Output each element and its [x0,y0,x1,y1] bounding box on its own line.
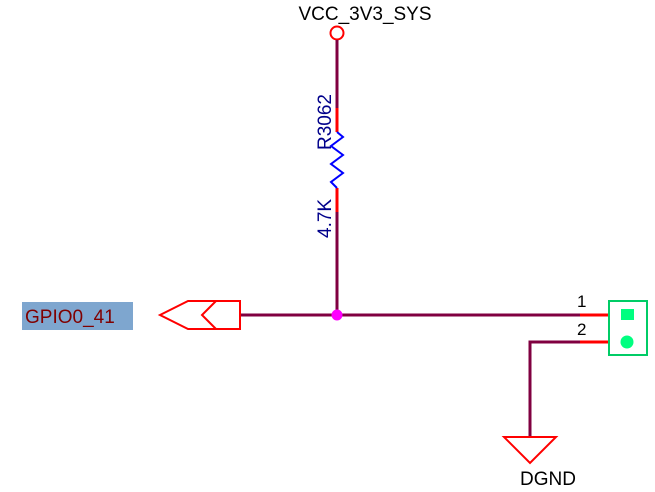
power-port-circle[interactable] [329,25,345,41]
ground-icon[interactable] [501,436,559,465]
resistor-symbol[interactable] [329,131,345,189]
ground-wire [528,340,580,437]
gpio-port-inner-arrow [200,300,217,330]
gpio-net-label: GPIO0_41 [25,307,115,328]
resistor-value: 4.7K [315,199,336,238]
resistor-designator: R3062 [315,94,336,150]
ground-net-label: DGND [520,469,576,490]
connector-pin1-pad-square [621,309,634,320]
gpio-port-symbol[interactable] [157,300,241,330]
power-net-label: VCC_3V3_SYS [298,4,431,25]
junction-dot [331,309,343,321]
gpio-label-background [22,302,133,330]
connector-pin2-pad-round [620,335,634,349]
pin1-number: 1 [577,292,586,311]
pin2-number: 2 [577,320,586,339]
